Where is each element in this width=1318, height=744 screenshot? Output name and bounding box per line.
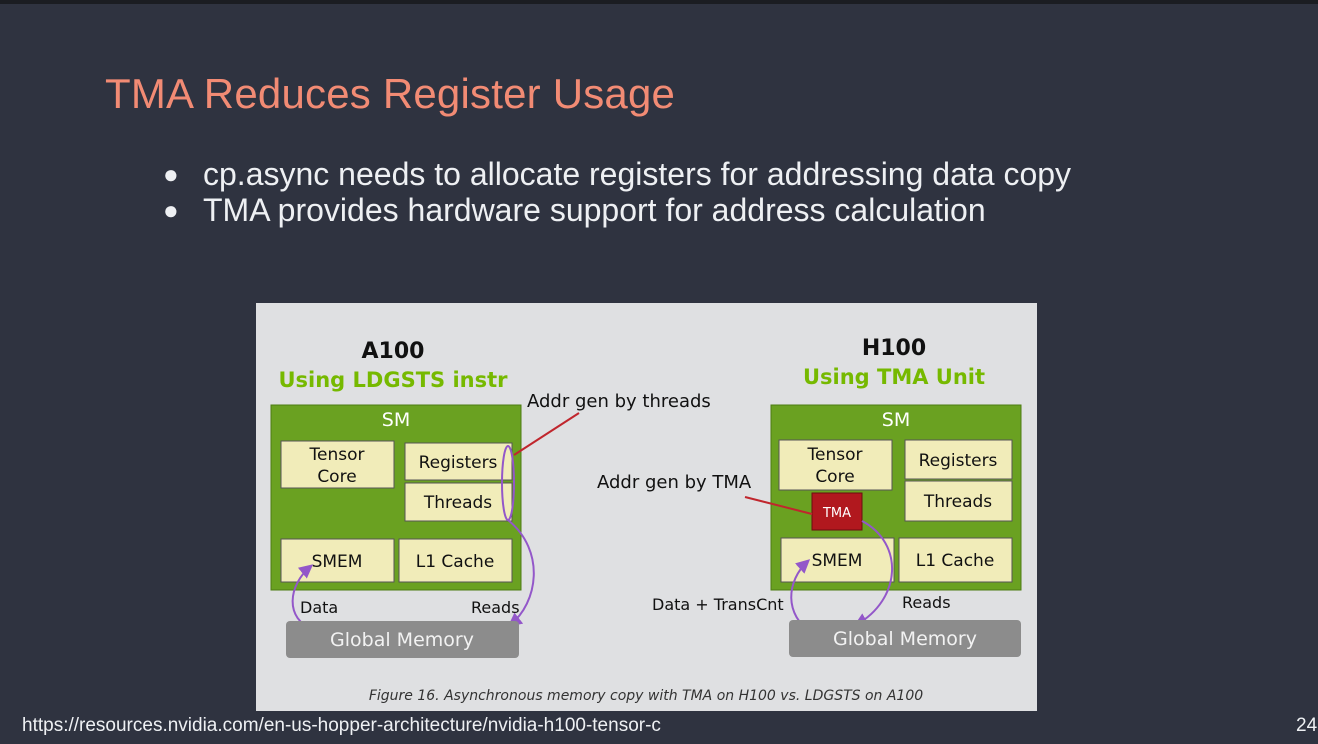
bullet-item: ● cp.async needs to allocate registers fo…	[163, 156, 1071, 192]
h100-tensor-core-box	[778, 439, 893, 491]
slide-top-border	[0, 0, 1318, 4]
h100-tensor-core-label-1: Tensor	[807, 445, 863, 465]
a100-subtitle: Using LDGSTS instr	[278, 368, 508, 392]
slide-title: TMA Reduces Register Usage	[105, 70, 676, 117]
h100-reads-label: Reads	[902, 593, 951, 612]
a100-l1-label: L1 Cache	[416, 552, 495, 572]
a100-global-memory-label: Global Memory	[330, 629, 474, 651]
a100-registers-label: Registers	[419, 453, 498, 473]
a100-threads-box	[404, 482, 513, 522]
figure-caption: Figure 16. Asynchronous memory copy with…	[369, 688, 923, 704]
h100-l1-box	[898, 537, 1013, 583]
h100-subtitle: Using TMA Unit	[803, 365, 985, 389]
h100-data-label: Data + TransCnt	[652, 595, 784, 614]
a100-l1-box	[398, 538, 513, 583]
page-number: 24	[1296, 715, 1318, 736]
h100-tma-box	[811, 492, 863, 531]
h100-global-memory	[789, 620, 1021, 657]
figure-svg: A100 Using LDGSTS instr SM Tensor Core R…	[270, 336, 1022, 704]
h100-global-memory-label: Global Memory	[833, 628, 977, 650]
a100-addr-gen-label: Addr gen by threads	[527, 391, 711, 412]
bullet-dot-icon: ●	[163, 195, 179, 225]
h100-threads-label: Threads	[923, 492, 992, 512]
a100-reads-arrow	[507, 519, 535, 627]
a100-smem-label: SMEM	[312, 552, 363, 572]
a100-addr-pointer	[513, 412, 580, 456]
a100-tensor-core-label-2: Core	[317, 467, 356, 487]
bullet-dot-icon: ●	[163, 159, 179, 189]
h100-registers-box	[904, 439, 1013, 480]
a100-threads-label: Threads	[423, 493, 492, 513]
source-url[interactable]: https://resources.nvidia.com/en-us-hoppe…	[22, 715, 661, 736]
h100-tensor-core-label-2: Core	[815, 467, 854, 487]
a100-reads-label: Reads	[471, 598, 520, 617]
h100-smem-label: SMEM	[812, 551, 863, 571]
a100-tensor-core-box	[280, 440, 395, 489]
h100-sm-label: SM	[882, 409, 910, 431]
bullet-item: ● TMA provides hardware support for addre…	[163, 192, 1071, 228]
a100-registers-box	[404, 442, 513, 481]
h100-threads-box	[904, 480, 1013, 522]
a100-sm-label: SM	[382, 409, 410, 431]
a100-tensor-core-label-1: Tensor	[309, 445, 365, 465]
h100-addr-pointer	[744, 496, 813, 515]
a100-data-label: Data	[300, 598, 338, 617]
h100-tma-label: TMA	[822, 506, 851, 521]
bullet-text: cp.async needs to allocate registers for…	[203, 156, 1072, 192]
bullet-text: TMA provides hardware support for addres…	[203, 192, 986, 228]
h100-l1-label: L1 Cache	[916, 551, 995, 571]
a100-global-memory	[286, 621, 519, 658]
h100-title: H100	[862, 336, 926, 361]
h100-reads-arrow	[853, 520, 894, 627]
a100-title: A100	[362, 339, 425, 364]
h100-addr-gen-label: Addr gen by TMA	[597, 472, 752, 493]
architecture-figure: A100 Using LDGSTS instr SM Tensor Core R…	[256, 303, 1037, 711]
bullet-list: ● cp.async needs to allocate registers fo…	[163, 156, 1071, 228]
h100-registers-label: Registers	[919, 451, 998, 471]
